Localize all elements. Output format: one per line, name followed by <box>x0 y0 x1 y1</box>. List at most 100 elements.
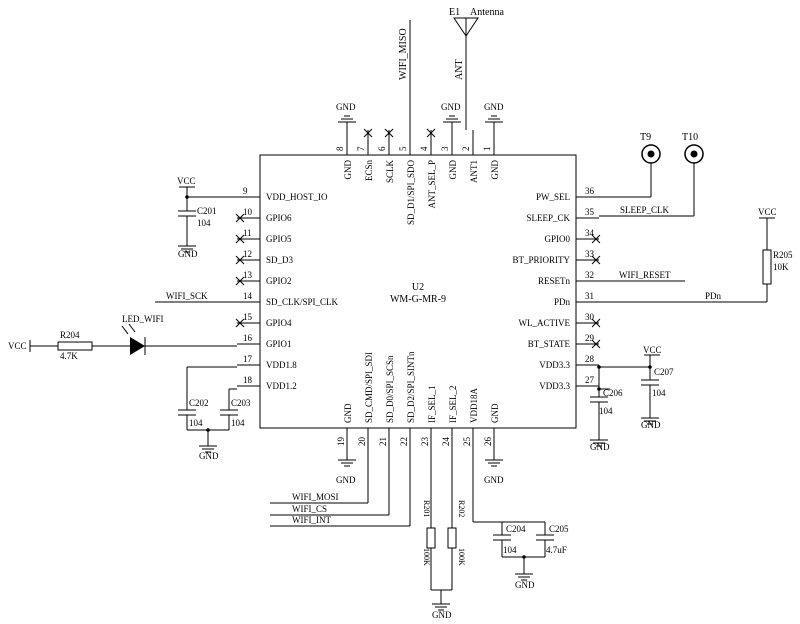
vcc-label: VCC <box>8 341 27 351</box>
pin-name: GPIO5 <box>266 234 292 244</box>
gnd-symbol <box>485 115 503 130</box>
led-circuit: VCC R204 4.7K LED_WIFI <box>8 314 237 361</box>
pin-name: ANT1 <box>469 160 479 183</box>
pin-name: BT_STATE <box>528 339 571 349</box>
pin-number: 30 <box>585 312 595 322</box>
c201-decoupling: VCC C201 104 <box>177 176 237 238</box>
spi-bus-wiring: WIFI_MOSI WIFI_CS WIFI_INT <box>270 452 411 527</box>
pin-number: 1 <box>482 147 492 152</box>
no-connect-mark <box>235 234 245 244</box>
chip-part-number: WM-G-MR-9 <box>390 294 446 305</box>
pin-name: GND <box>490 160 500 180</box>
gnd-label: GND <box>432 610 452 620</box>
c202-c203-decoupling: C202 104 C203 104 <box>178 366 251 438</box>
c203-ref: C203 <box>231 398 251 408</box>
pin-name: WL_ACTIVE <box>519 318 571 328</box>
r204-ref: R204 <box>60 330 80 340</box>
gnd-symbol <box>641 410 659 425</box>
antenna-symbol: E1 Antenna <box>449 7 504 40</box>
pin-number: 8 <box>335 146 345 151</box>
r204-resistor <box>57 341 93 351</box>
c204-ref: C204 <box>506 524 526 534</box>
pin-number: 12 <box>243 249 252 259</box>
pin-name: VDD1.8 <box>266 360 297 370</box>
c206-c207-decoupling: C206 104 VCC C207 104 <box>590 345 674 432</box>
led-wifi-label: LED_WIFI <box>122 314 164 324</box>
no-connect-mark <box>235 255 245 265</box>
pin-number: 19 <box>336 437 346 447</box>
pin-number: 36 <box>585 186 595 196</box>
pin-name: SD_CLK/SPI_CLK <box>266 297 339 307</box>
gnd-symbol <box>338 115 356 130</box>
c205-ref: C205 <box>549 524 569 534</box>
pin-number: 31 <box>585 291 594 301</box>
no-connect-mark <box>591 339 601 349</box>
no-connect-mark <box>591 234 601 244</box>
gnd-symbol <box>515 566 533 581</box>
gnd-label: GND <box>484 102 504 112</box>
gnd-label: GND <box>199 451 219 461</box>
pin-number: 6 <box>377 146 387 151</box>
pin-number: 18 <box>243 375 253 385</box>
pin-name: GPIO6 <box>266 213 292 223</box>
pin-number: 15 <box>243 312 253 322</box>
left-pins: 9VDD_HOST_IO10GPIO611GPIO512SD_D313GPIO2… <box>235 186 339 391</box>
gnd-symbol <box>590 432 608 447</box>
gnd-symbol <box>338 452 356 467</box>
pin-name: ANT_SEL_P <box>427 160 437 209</box>
net-label-wifi-reset: WIFI_RESET <box>619 270 671 280</box>
r201-resistor <box>426 527 436 549</box>
c202-ref: C202 <box>189 398 209 408</box>
right-pins: 36PW_SEL35SLEEP_CK34GPIO033BT_PRIORITY32… <box>512 186 601 391</box>
pin-number: 7 <box>356 146 366 151</box>
pin-name: VDD1.2 <box>266 381 297 391</box>
pin-name: VDD3.3 <box>539 360 570 370</box>
no-connect-mark <box>235 276 245 286</box>
no-connect-mark <box>235 213 245 223</box>
pin-name: SD_CMD/SPI_SDI <box>364 352 374 423</box>
r205-value: 10K <box>773 262 789 272</box>
top-wiring: WIFI_MISO ANT <box>398 20 467 130</box>
net-label-ant: ANT <box>454 59 465 80</box>
r201-ref: R201 <box>422 500 431 517</box>
c207-value: 104 <box>652 388 666 398</box>
bottom-pins: 19GND20SD_CMD/SPI_SDI21SD_D0/SPI_SCSn22S… <box>336 351 500 452</box>
pin-name: GND <box>343 403 353 423</box>
pin-number: 23 <box>420 437 430 447</box>
c202-value: 104 <box>189 418 203 428</box>
gnd-label: GND <box>484 475 504 485</box>
pin-number: 32 <box>585 270 594 280</box>
pin-name: GPIO2 <box>266 276 292 286</box>
chip-designator: U2 <box>412 282 424 293</box>
no-connect-mark <box>591 318 601 328</box>
pin-name: PW_SEL <box>536 192 570 202</box>
if-sel-pulldowns: R201 100K R202 100K <box>422 452 466 596</box>
pin-number: 3 <box>440 146 450 151</box>
net-label-wifi-sck: WIFI_SCK <box>166 291 208 301</box>
pin-number: 14 <box>243 291 253 301</box>
net-label-wifi-cs: WIFI_CS <box>292 504 327 514</box>
vcc-label: VCC <box>758 207 777 217</box>
gnd-label: GND <box>441 102 461 112</box>
pin-number: 16 <box>243 333 253 343</box>
c201-ref: C201 <box>197 206 217 216</box>
pin-name: SD_D0/SPI_SCSn <box>385 355 395 423</box>
gnd-symbol <box>178 238 196 253</box>
pin-name: GND <box>448 160 458 180</box>
c201-value: 104 <box>197 218 211 228</box>
no-connect-mark <box>363 128 373 138</box>
pin-name: GPIO1 <box>266 339 292 349</box>
led-wifi-diode <box>130 337 145 355</box>
test-point-t9: T9 <box>599 132 661 198</box>
no-connect-mark <box>426 128 436 138</box>
net-label-pdn: PDn <box>705 291 722 301</box>
pin-number: 33 <box>585 249 595 259</box>
gnd-symbol <box>199 438 217 453</box>
pin-number: 5 <box>398 146 408 151</box>
pin-name: IF_SEL_2 <box>448 385 458 423</box>
pin-name: SD_D3 <box>266 255 294 265</box>
gnd-label: GND <box>336 102 356 112</box>
r201-value: 100K <box>422 548 431 566</box>
pin-number: 29 <box>585 333 595 343</box>
test-point-t10: T10 <box>599 132 704 217</box>
